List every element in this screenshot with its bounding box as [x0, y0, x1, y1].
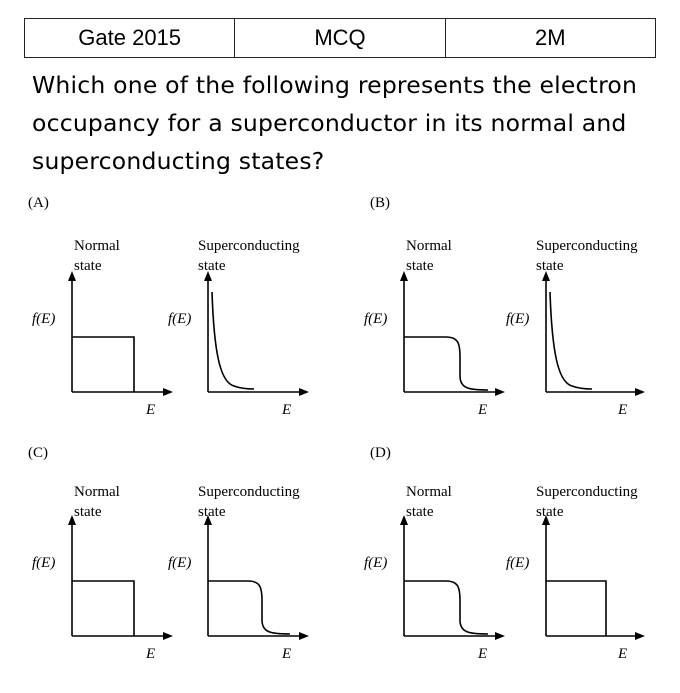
panel-subtitle: state: [536, 258, 564, 274]
x-axis-label: E: [145, 646, 155, 662]
y-axis-label: f(E): [168, 311, 191, 327]
y-axis-label: f(E): [168, 555, 191, 571]
distribution-curve: [404, 580, 489, 635]
y-axis-label: f(E): [32, 555, 55, 571]
distribution-curve: [72, 336, 135, 392]
distribution-curve: [404, 336, 489, 391]
y-axis-label: f(E): [32, 311, 55, 327]
panel-title: Normal: [74, 484, 120, 500]
option-label: (C): [28, 445, 48, 461]
x-axis-label: E: [281, 402, 291, 418]
panel-subtitle: state: [406, 258, 434, 274]
panel-subtitle: state: [198, 258, 226, 274]
option-b: (B) Normal state f(E) E Superconducting state f…: [364, 195, 645, 418]
panel-title: Normal: [406, 484, 452, 500]
y-axis-label: f(E): [506, 555, 529, 571]
distribution-curve: [549, 291, 593, 390]
option-label: (A): [28, 195, 49, 211]
y-axis-label: f(E): [364, 555, 387, 571]
option-a: (A) Normal state f(E) E Superconducting state f…: [28, 195, 309, 418]
question-type-cell: MCQ: [234, 19, 444, 57]
option-label: (B): [370, 195, 390, 211]
distribution-curve: [72, 580, 135, 636]
panel-subtitle: state: [536, 504, 564, 520]
y-axis-label: f(E): [506, 311, 529, 327]
panel-title: Normal: [74, 238, 120, 254]
option-c: (C) Normal state f(E) E Superconducting state f…: [28, 445, 309, 662]
y-axis-label: f(E): [364, 311, 387, 327]
panel-title: Superconducting: [536, 484, 638, 500]
x-axis-label: E: [281, 646, 291, 662]
x-axis-label: E: [477, 646, 487, 662]
panel-title: Normal: [406, 238, 452, 254]
panel-title: Superconducting: [198, 484, 300, 500]
panel-title: Superconducting: [536, 238, 638, 254]
panel-subtitle: state: [74, 258, 102, 274]
question-text: Which one of the following represents th…: [32, 71, 638, 175]
panel-title: Superconducting: [198, 238, 300, 254]
distribution-curve: [208, 580, 291, 635]
x-axis-label: E: [145, 402, 155, 418]
x-axis-label: E: [617, 402, 627, 418]
distribution-curve: [546, 580, 607, 636]
distribution-curve: [211, 291, 255, 390]
panel-subtitle: state: [406, 504, 434, 520]
panel-subtitle: state: [74, 504, 102, 520]
option-d: (D) Normal state f(E) E Superconducting state f…: [364, 445, 645, 662]
header-table: Gate 2015 MCQ 2M: [24, 18, 656, 58]
panel-subtitle: state: [198, 504, 226, 520]
marks-cell: 2M: [444, 19, 655, 57]
option-label: (D): [370, 445, 391, 461]
x-axis-label: E: [477, 402, 487, 418]
exam-cell: Gate 2015: [78, 25, 182, 50]
x-axis-label: E: [617, 646, 627, 662]
